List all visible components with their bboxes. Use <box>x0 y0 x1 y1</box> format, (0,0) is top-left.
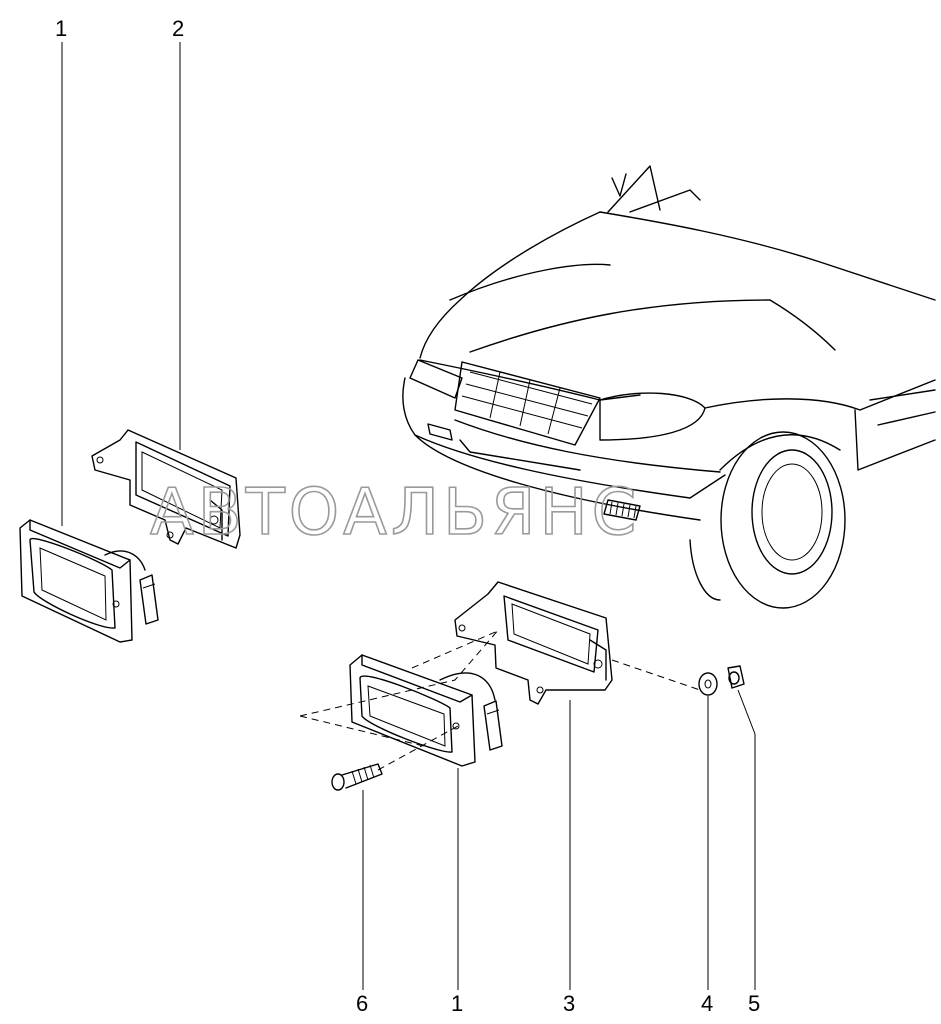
callout-5-bottom: 5 <box>748 991 760 1016</box>
screw-part-5 <box>727 665 745 689</box>
watermark-text: АВТОАЛЬЯНС <box>150 476 640 550</box>
bracket-part-3 <box>454 581 613 705</box>
callout-1-top: 1 <box>55 16 67 41</box>
washer-part-4 <box>698 672 718 696</box>
fog-lamp-part-1-upper <box>19 519 159 643</box>
car-front-illustration <box>402 165 936 609</box>
callout-1-bottom: 1 <box>451 991 463 1016</box>
callout-3-bottom: 3 <box>563 991 575 1016</box>
callout-4-bottom: 4 <box>701 991 713 1016</box>
callout-6-bottom: 6 <box>356 991 368 1016</box>
callout-labels: 1 2 6 1 3 4 5 <box>55 16 760 1016</box>
leader-lines <box>61 42 756 990</box>
fog-lamp-part-1-lower <box>349 654 503 767</box>
callout-2-top: 2 <box>172 16 184 41</box>
bracket-part-2 <box>91 429 241 549</box>
assembly-lines <box>299 627 701 771</box>
bolt-part-6 <box>331 763 383 791</box>
